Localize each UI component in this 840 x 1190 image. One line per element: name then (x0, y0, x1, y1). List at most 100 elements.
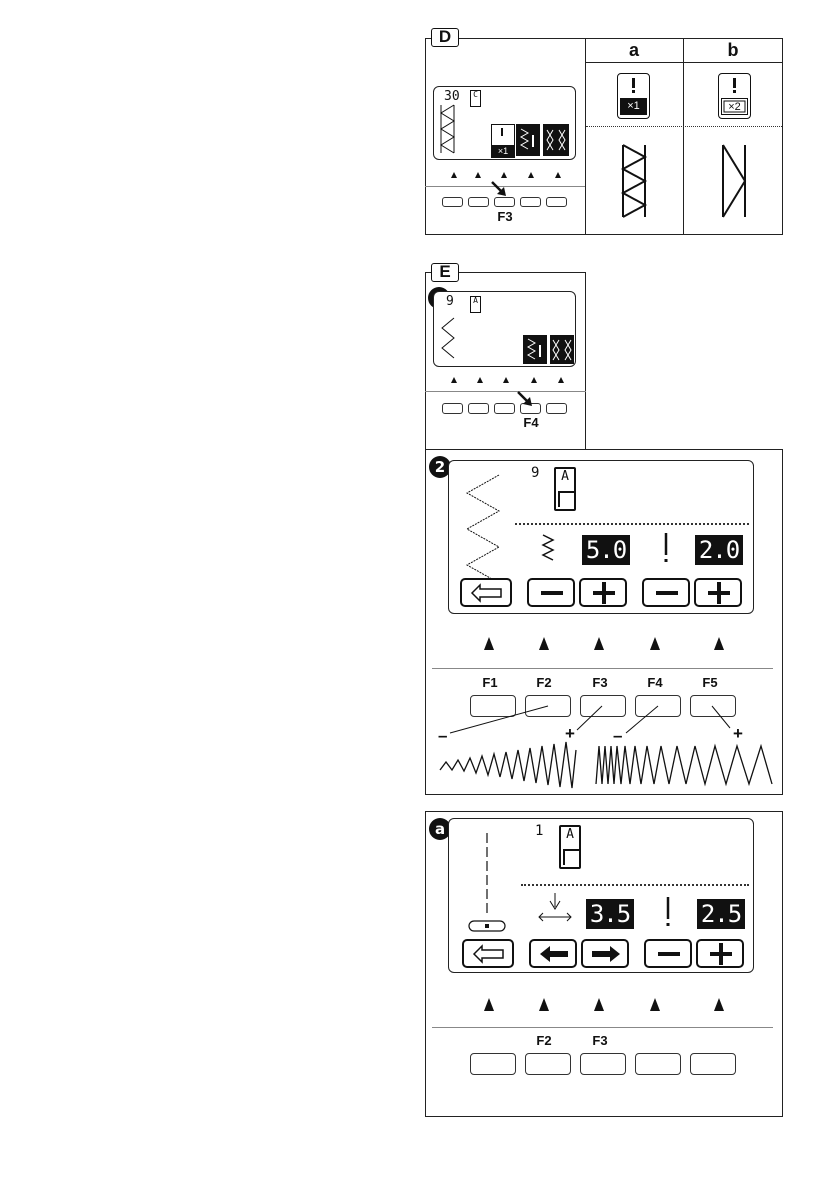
key-indicator (528, 172, 534, 178)
key-indicator (451, 377, 457, 383)
leader-lines (449, 705, 731, 734)
panel-e-tag: E (431, 263, 459, 282)
panel-d-dotted-separator (586, 126, 782, 127)
straight-stitch-preview-icon (468, 833, 506, 932)
zigzag-preview-icon (441, 317, 455, 359)
function-key-f2[interactable] (525, 1053, 571, 1075)
function-key-3[interactable] (494, 403, 515, 414)
plus-sign-length: + (733, 724, 743, 743)
pointer-arrow-icon (491, 181, 506, 196)
width-minus-button[interactable] (527, 578, 575, 607)
arrow-right-icon (592, 946, 620, 962)
mirror-icon (552, 339, 572, 361)
function-key-5[interactable] (546, 403, 567, 414)
key-indicator (539, 637, 549, 650)
panel-a-badge: a (429, 818, 451, 840)
panel-a-keyline (432, 1027, 773, 1028)
minus-icon (541, 591, 563, 595)
key-indicator (477, 377, 483, 383)
plus-sign-width: + (565, 724, 575, 743)
lcd-button-width[interactable] (523, 335, 547, 364)
key-indicator (475, 172, 481, 178)
width-zigzag-sample (439, 741, 577, 789)
panel-a-lcd: 1 A 3.5 2.5 (448, 818, 754, 973)
panel-d-keyline (425, 186, 585, 187)
back-button[interactable] (462, 939, 514, 968)
icon-a: ×1 (617, 73, 650, 119)
pattern-number: 30 (444, 89, 460, 104)
function-key-f5[interactable] (690, 695, 736, 717)
back-arrow-icon (470, 583, 502, 603)
back-button[interactable] (460, 578, 512, 607)
fkey-label-f3: F3 (592, 675, 608, 690)
lcd-button-2[interactable] (516, 124, 540, 156)
arrow-left-icon (540, 946, 568, 962)
needle-right-button[interactable] (581, 939, 629, 968)
presser-foot-icon: A (554, 467, 576, 511)
fkey-label-f2: F2 (536, 675, 552, 690)
width-value: 5.0 (582, 535, 630, 565)
key-indicator (503, 377, 509, 383)
pointer-arrow-icon (517, 391, 532, 406)
foot-code: C (473, 90, 478, 99)
minus-icon (658, 952, 680, 956)
length-value: 2.5 (697, 899, 745, 929)
function-key-f1[interactable] (470, 695, 516, 717)
panel-d-divider-2 (683, 38, 684, 235)
panel-a (425, 811, 783, 1117)
key-indicator (594, 637, 604, 650)
function-key-f1[interactable] (470, 1053, 516, 1075)
length-minus-button[interactable] (644, 939, 692, 968)
function-key-3[interactable] (494, 197, 515, 207)
length-plus-button[interactable] (696, 939, 744, 968)
step2-lcd: 9 A 5.0 2.0 (448, 460, 754, 614)
presser-foot-icon: A (559, 825, 581, 869)
foot-code: A (566, 827, 574, 842)
function-key-5[interactable] (546, 197, 567, 207)
key-indicator (555, 172, 561, 178)
length-value: 2.0 (695, 535, 743, 565)
width-icon (526, 338, 541, 360)
function-key-1[interactable] (442, 197, 463, 207)
lcd-button-3[interactable] (543, 124, 569, 156)
key-indicator (501, 172, 507, 178)
width-icon (519, 128, 534, 150)
lcd-button-1[interactable]: ×1 (491, 124, 515, 158)
needle-position-icon (538, 893, 572, 922)
step1-lcd: 9 A (433, 291, 576, 367)
presser-foot-icon: C (470, 90, 481, 107)
lcd-button-mirror[interactable] (550, 335, 574, 364)
panel-d-lcd: 30 C ×1 (433, 86, 576, 160)
pattern-number: 9 (446, 294, 454, 309)
needle-left-button[interactable] (529, 939, 577, 968)
function-key-4[interactable] (520, 197, 541, 207)
icon-b: ×2 (718, 73, 751, 119)
function-key-f5[interactable] (690, 1053, 736, 1075)
zigzag-preview-icon (465, 474, 501, 584)
stitch-sample-b (722, 144, 747, 218)
function-key-2[interactable] (468, 197, 489, 207)
length-minus-button[interactable] (642, 578, 690, 607)
pattern-number: 1 (535, 823, 544, 839)
key-indicator (531, 377, 537, 383)
pattern-number: 9 (531, 465, 540, 481)
foot-code: A (561, 469, 569, 484)
panel-e-keyline (425, 391, 586, 392)
function-key-2[interactable] (468, 403, 489, 414)
length-plus-button[interactable] (694, 578, 742, 607)
icon-b-label: ×2 (721, 98, 748, 115)
width-plus-button[interactable] (579, 578, 627, 607)
function-key-1[interactable] (442, 403, 463, 414)
fkey-label-f2: F2 (536, 1033, 552, 1048)
lcd-x1-label: ×1 (492, 145, 514, 157)
length-icon (664, 533, 668, 562)
fkey-label-f3: F3 (592, 1033, 608, 1048)
key-indicator (714, 998, 724, 1011)
function-key-f4[interactable] (635, 1053, 681, 1075)
presser-foot-icon: A (470, 296, 481, 313)
panel-e-step2 (425, 449, 783, 795)
function-key-f3[interactable] (580, 1053, 626, 1075)
key-indicator (484, 637, 494, 650)
key-indicator (451, 172, 457, 178)
function-key-f3[interactable] (580, 695, 626, 717)
